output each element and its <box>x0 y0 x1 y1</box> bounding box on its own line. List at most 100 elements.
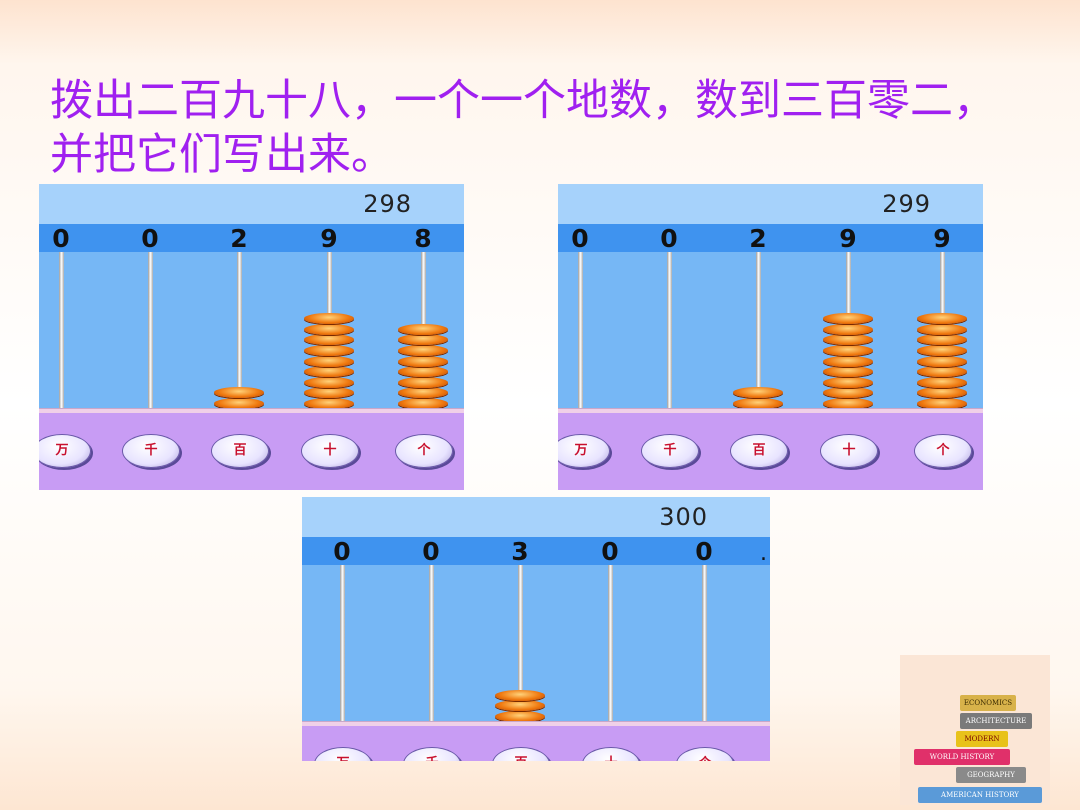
abacus-frame <box>558 408 983 413</box>
digit-十: 0 <box>601 537 619 566</box>
book-economics: ECONOMICS <box>960 695 1016 711</box>
bead <box>917 387 967 399</box>
bead <box>304 345 354 356</box>
trailing-dot: . <box>760 541 767 566</box>
bead <box>823 313 873 325</box>
bead <box>398 323 448 335</box>
digit-百: 3 <box>511 537 529 566</box>
rod-area <box>39 252 464 408</box>
bead <box>823 398 873 409</box>
bead <box>398 376 448 388</box>
bead <box>304 376 354 388</box>
digit-千: 0 <box>141 224 159 253</box>
books-stack-icon: ECONOMICS ARCHITECTURE MODERN SCIENCE WO… <box>900 655 1050 805</box>
abacus-total: 299 <box>882 190 931 218</box>
bead <box>917 355 967 367</box>
bead <box>823 376 873 388</box>
bead <box>214 387 264 399</box>
book-geography: GEOGRAPHY <box>956 767 1026 783</box>
book-architecture: ARCHITECTURE <box>960 713 1032 729</box>
rod-千 <box>147 252 153 409</box>
bead <box>917 313 967 325</box>
digit-千: 0 <box>422 537 440 566</box>
place-button-4[interactable]: 个 <box>395 434 453 468</box>
bead <box>214 398 264 409</box>
abacus-total: 298 <box>363 190 412 218</box>
digit-万: 0 <box>52 224 70 253</box>
bead <box>823 345 873 356</box>
digit-千: 0 <box>660 224 678 253</box>
rod-个 <box>701 565 707 722</box>
abacus-total: 300 <box>659 503 708 531</box>
bead <box>304 313 354 325</box>
bead <box>398 345 448 356</box>
abacus-frame <box>302 721 770 726</box>
rod-万 <box>58 252 64 409</box>
place-button-1[interactable]: 千 <box>122 434 180 468</box>
abacus-header <box>39 184 464 224</box>
bead <box>398 366 448 378</box>
bead <box>823 323 873 335</box>
page-title: 拨出二百九十八，一个一个地数，数到三百零二，并把它们写出来。 <box>50 76 996 180</box>
bead <box>733 387 783 399</box>
digit-个: 8 <box>414 224 432 253</box>
bead <box>495 711 545 722</box>
rod-千 <box>428 565 434 722</box>
bead <box>823 355 873 367</box>
digit-十: 9 <box>839 224 857 253</box>
digit-个: 9 <box>933 224 951 253</box>
rod-万 <box>339 565 345 722</box>
bead <box>304 334 354 346</box>
place-button-2[interactable]: 百 <box>211 434 269 468</box>
bead <box>495 700 545 712</box>
bead <box>304 387 354 399</box>
digit-bar <box>39 224 464 252</box>
rod-万 <box>577 252 583 409</box>
digit-个: 0 <box>695 537 713 566</box>
place-button-3[interactable]: 十 <box>301 434 359 468</box>
bead <box>917 366 967 378</box>
abacus-header <box>558 184 983 224</box>
bead <box>495 689 545 701</box>
bead <box>304 398 354 409</box>
bead <box>304 355 354 367</box>
digit-万: 0 <box>333 537 351 566</box>
digit-万: 0 <box>571 224 589 253</box>
bead <box>304 323 354 335</box>
digit-bar <box>558 224 983 252</box>
place-button-4[interactable]: 个 <box>914 434 972 468</box>
digit-百: 2 <box>749 224 767 253</box>
bead <box>398 398 448 409</box>
place-button-2[interactable]: 百 <box>730 434 788 468</box>
book-modern-science: MODERN SCIENCE <box>956 731 1008 759</box>
place-button-0[interactable]: 万 <box>558 434 610 468</box>
bead <box>917 334 967 346</box>
digit-十: 9 <box>320 224 338 253</box>
abacus-frame <box>39 408 464 413</box>
rod-百 <box>517 565 523 722</box>
book-world-history: WORLD HISTORY <box>914 749 1010 765</box>
bead <box>398 334 448 346</box>
digit-bar <box>302 537 770 565</box>
bead <box>823 334 873 346</box>
rod-百 <box>236 252 242 409</box>
bead <box>823 387 873 399</box>
bead <box>917 345 967 356</box>
abacus-header <box>302 497 770 537</box>
rod-百 <box>755 252 761 409</box>
rod-千 <box>666 252 672 409</box>
bead <box>398 387 448 399</box>
bead <box>823 366 873 378</box>
bead <box>304 366 354 378</box>
bead <box>398 355 448 367</box>
bead <box>917 398 967 409</box>
rod-area <box>558 252 983 408</box>
place-button-1[interactable]: 千 <box>641 434 699 468</box>
rod-十 <box>607 565 613 722</box>
place-button-3[interactable]: 十 <box>820 434 878 468</box>
place-button-0[interactable]: 万 <box>39 434 91 468</box>
digit-百: 2 <box>230 224 248 253</box>
